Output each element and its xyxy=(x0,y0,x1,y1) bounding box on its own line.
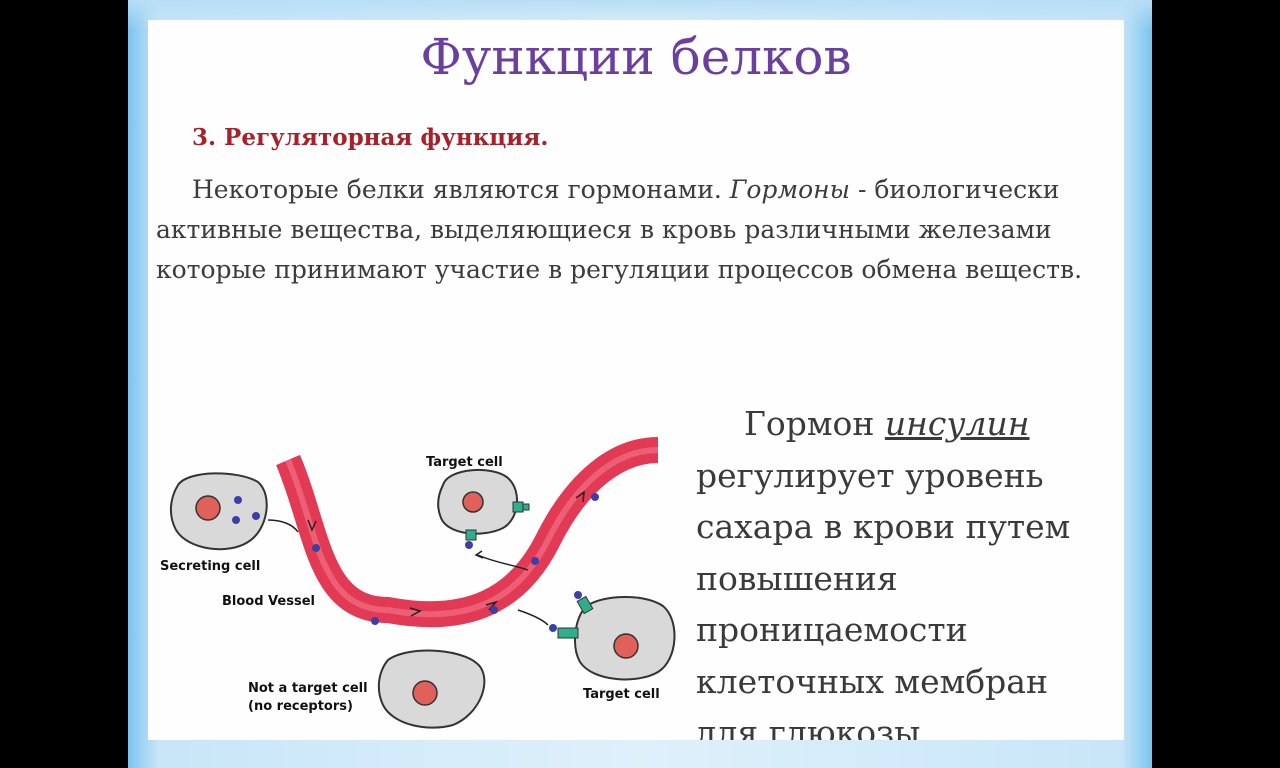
paragraph-part-2: - биологически активные вещества, выделя… xyxy=(156,175,1083,284)
slide-title: Функции белков xyxy=(420,28,852,86)
paragraph-term: Гормоны xyxy=(729,175,851,204)
target-cell-bottom xyxy=(549,591,676,681)
target-cell-top xyxy=(437,468,530,549)
hormone-molecules xyxy=(312,493,599,625)
label-no-receptors: (no receptors) xyxy=(248,699,353,714)
paragraph-part-1: Некоторые белки являются гормонами. xyxy=(192,175,730,204)
slide: Функции белков 3. Регуляторная функция. … xyxy=(148,20,1124,740)
label-target-cell-top: Target cell xyxy=(426,455,503,470)
secreting-cell xyxy=(170,472,268,551)
label-secreting-cell: Secreting cell xyxy=(160,559,260,574)
insulin-description: регулирует уровень сахара в крови путем … xyxy=(696,455,1071,741)
hormone-diagram: Secreting cell Blood Vessel Target cell xyxy=(160,437,676,729)
insulin-first-line: Гормон инсулин xyxy=(696,398,1116,450)
insulin-term: инсулин xyxy=(884,404,1030,443)
blood-vessel-highlight xyxy=(285,447,659,618)
body-paragraph: Некоторые белки являются гормонами. Горм… xyxy=(156,170,1086,290)
label-not-target-cell: Not a target cell xyxy=(248,681,368,696)
section-subtitle: 3. Регуляторная функция. xyxy=(192,124,549,151)
slide-background: Функции белков 3. Регуляторная функция. … xyxy=(128,0,1152,768)
label-blood-vessel: Blood Vessel xyxy=(222,594,315,609)
label-target-cell-bottom: Target cell xyxy=(583,687,660,702)
non-target-cell xyxy=(377,649,486,729)
insulin-word-hormone: Гормон xyxy=(744,404,885,443)
